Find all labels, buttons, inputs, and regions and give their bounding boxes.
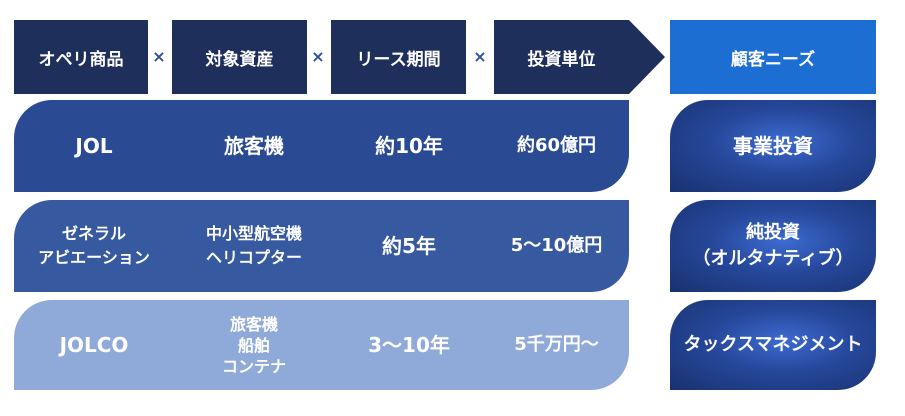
- need-business-investment: 事業投資: [670, 100, 876, 192]
- product-name-line: ゼネラル: [61, 224, 126, 243]
- header-needs: 顧客ニーズ: [670, 20, 876, 94]
- header-period-label: リース期間: [356, 49, 441, 70]
- lease-period: 3～10年: [368, 333, 450, 357]
- product-name-line: JOL: [75, 134, 113, 158]
- header-asset: 対象資産: [172, 20, 307, 94]
- product-row-jolco: JOLCO 旅客機 船舶 コンテナ 3～10年 5千万円～: [14, 300, 629, 390]
- header-asset-label: 対象資産: [205, 49, 274, 70]
- investment-unit: 5千万円～: [514, 334, 599, 355]
- header-unit-label: 投資単位: [527, 49, 596, 70]
- need-label-line: 事業投資: [733, 134, 813, 158]
- asset-type-line: コンテナ: [221, 356, 286, 376]
- header-needs-label: 顧客ニーズ: [730, 49, 816, 70]
- asset-type-line: 中小型航空機: [205, 224, 302, 243]
- multiply-icon: ×: [473, 47, 487, 66]
- asset-type: 中小型航空機 ヘリコプター: [174, 200, 334, 292]
- asset-type-line: 旅客機: [224, 134, 284, 158]
- asset-type: 旅客機 船舶 コンテナ: [174, 300, 334, 390]
- product-name: JOLCO: [14, 300, 174, 390]
- asset-type-line: 旅客機: [229, 314, 278, 334]
- lease-period: 約10年: [375, 134, 443, 158]
- product-row-general-aviation: ゼネラル アビエーション 中小型航空機 ヘリコプター 約5年 5～10億円: [14, 200, 629, 292]
- lease-period: 約5年: [382, 234, 436, 258]
- header-product: オペリ商品: [14, 20, 148, 94]
- investment-unit: 5～10億円: [510, 235, 603, 256]
- product-name-line: アビエーション: [38, 248, 150, 267]
- need-label-line: タックスマネジメント: [683, 334, 863, 355]
- multiply-icon: ×: [152, 47, 166, 66]
- need-label-line: 純投資: [746, 222, 800, 243]
- asset-type-line: ヘリコプター: [205, 248, 302, 267]
- header-period: リース期間: [331, 20, 466, 94]
- investment-unit: 約60億円: [516, 135, 597, 156]
- header-unit: 投資単位: [494, 20, 629, 94]
- multiply-icon: ×: [311, 47, 325, 66]
- need-label-line: （オルタナティブ）: [692, 248, 854, 269]
- product-name-line: JOLCO: [59, 333, 129, 357]
- asset-type-line: 船舶: [237, 335, 270, 355]
- asset-type: 旅客機: [174, 100, 334, 192]
- right-arrow-icon: [629, 20, 665, 94]
- need-tax-management: タックスマネジメント: [670, 300, 876, 390]
- need-pure-investment: 純投資 （オルタナティブ）: [670, 200, 876, 292]
- product-row-jol: JOL 旅客機 約10年 約60億円: [14, 100, 629, 192]
- product-name: ゼネラル アビエーション: [14, 200, 174, 292]
- product-name: JOL: [14, 100, 174, 192]
- header-product-label: オペリ商品: [38, 49, 124, 70]
